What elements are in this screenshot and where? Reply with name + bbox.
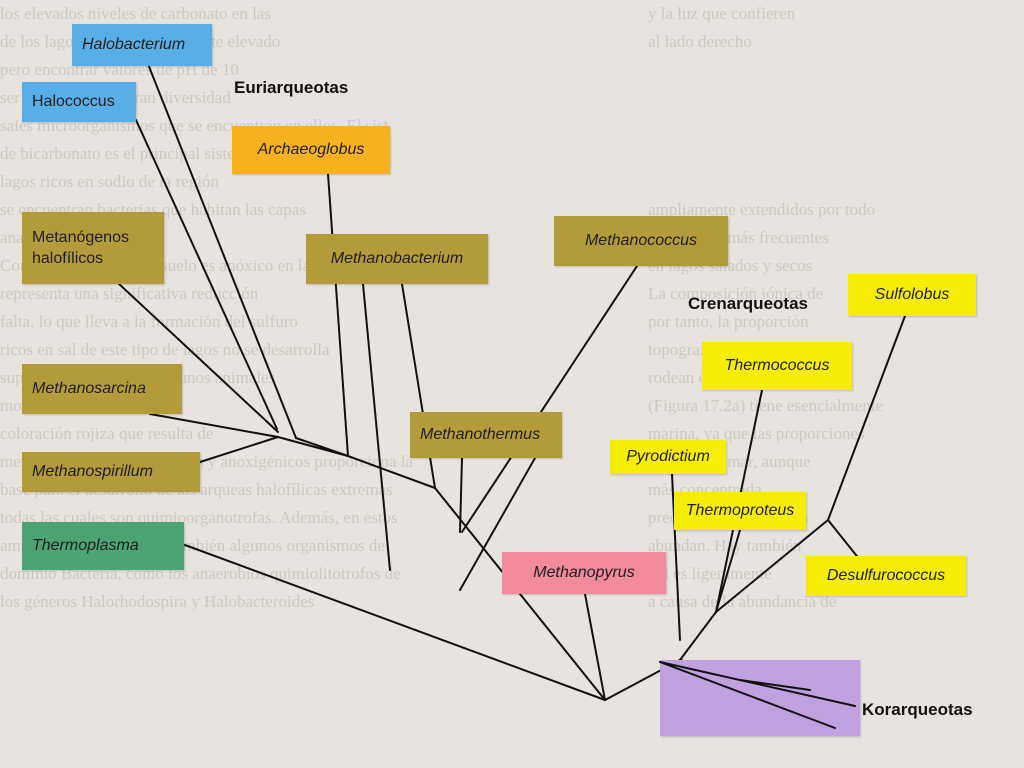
branch-crenarchaeota-stem: [715, 519, 829, 613]
taxon-pyrodictium: Pyrodictium: [610, 440, 726, 474]
branch-euryarchaeota-trunk: [434, 487, 606, 701]
branch-methanospirillum: [199, 436, 279, 463]
branch-methanosarcina: [149, 413, 279, 438]
taxon-thermococcus: Thermococcus: [702, 342, 852, 390]
taxon-methanothermus: Methanothermus: [410, 412, 562, 458]
taxon-methanobacterium: Methanobacterium: [306, 234, 488, 284]
branch-thermoplasma: [184, 544, 606, 701]
branch-halophilic-methanogens: [117, 282, 279, 433]
branch-methanothermus-b: [459, 457, 536, 591]
taxon-methanospirillum: Methanospirillum: [22, 452, 200, 492]
branch-methanococcus: [461, 265, 638, 533]
taxon-methanosarcina: Methanosarcina: [22, 364, 182, 414]
group-label-crenarchaeota: Crenarqueotas: [688, 294, 808, 313]
taxon-archaeoglobus: Archaeoglobus: [232, 126, 390, 174]
branch-thermoproteus: [715, 529, 741, 613]
branch-sulfolobus: [827, 315, 906, 521]
branch-methanobacterium: [362, 283, 391, 571]
taxon-halophilic-methanogens-line2: halofílicos: [32, 250, 104, 267]
branch-archaeoglobus: [327, 173, 349, 457]
branch-pyrodictium: [671, 473, 681, 641]
taxon-halophilic-methanogens-line1: Metanógenos: [32, 229, 129, 246]
group-label-korarchaeota: Korarqueotas: [862, 700, 973, 719]
branch-methanopyrus: [584, 593, 606, 701]
branch-crenarchaeota-base: [679, 611, 717, 661]
korarchaeota-region: [660, 660, 860, 736]
branch-halococcus: [135, 119, 278, 430]
group-label-euryarchaeota: Euriarqueotas: [234, 78, 349, 97]
taxon-halobacterium: Halobacterium: [72, 24, 212, 66]
taxon-sulfolobus: Sulfolobus: [848, 274, 976, 316]
taxon-methanococcus: Methanococcus: [554, 216, 728, 266]
branch-euryarchaeota-upper-stem: [347, 455, 436, 489]
taxon-halococcus: Halococcus: [22, 82, 136, 122]
taxon-thermoplasma: Thermoplasma: [22, 522, 184, 570]
branch-halo-stem: [295, 437, 349, 457]
taxon-thermoproteus: Thermoproteus: [674, 492, 806, 530]
branch-desulfurococcus: [827, 519, 861, 561]
taxon-methanopyrus: Methanopyrus: [502, 552, 666, 594]
branch-halobacterium: [147, 63, 297, 439]
taxon-halophilic-methanogens: Metanógenos halofílicos: [22, 212, 164, 284]
taxon-desulfurococcus: Desulfurococcus: [806, 556, 966, 596]
